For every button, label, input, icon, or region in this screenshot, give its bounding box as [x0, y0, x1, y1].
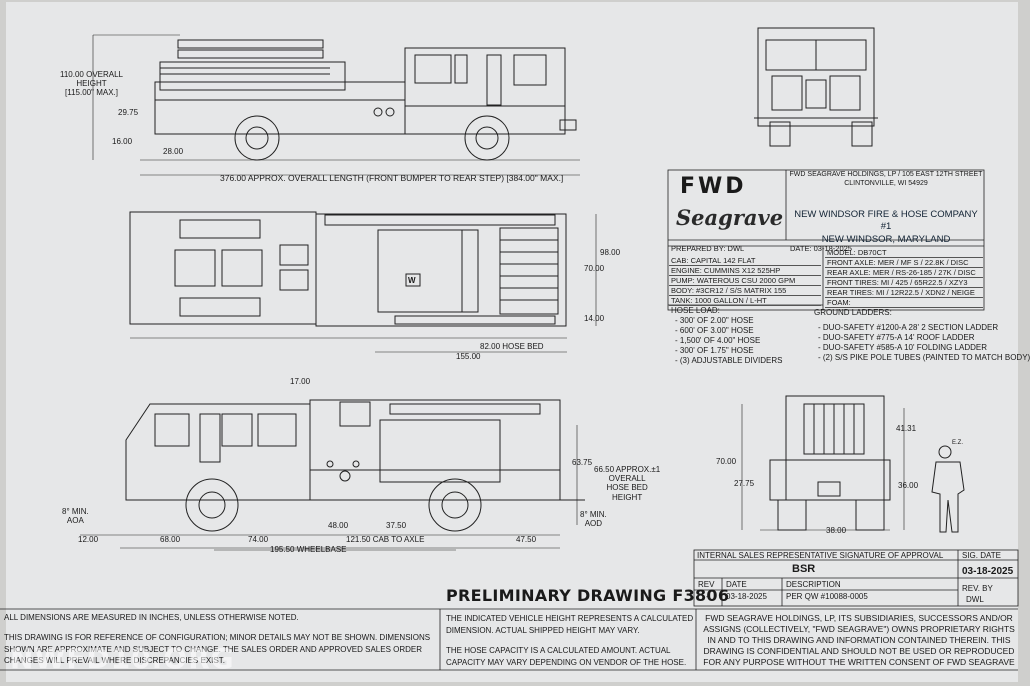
spec-engine: ENGINE: CUMMINS X12 525HP — [669, 266, 821, 276]
hose-load-4: - 300' OF 1.75" HOSE — [675, 346, 754, 355]
left-spec-list: CAB: CAPITAL 142 FLAT ENGINE: CUMMINS X1… — [669, 256, 821, 306]
dim-48: 48.00 — [328, 521, 349, 530]
spec-body: BODY: #3CR12 / S/S MATRIX 155 — [669, 286, 821, 296]
reference-note: THIS DRAWING IS FOR REFERENCE OF CONFIGU… — [4, 633, 431, 665]
customer-block: NEW WINDSOR FIRE & HOSE COMPANY #1 NEW W… — [788, 209, 984, 246]
ez-label: E.Z. — [952, 440, 964, 446]
rev-date: 03-18-2025 — [726, 592, 767, 601]
rear-view — [741, 395, 905, 531]
drawing-date: DATE: 03-18-2025 — [790, 244, 852, 253]
dim-38: 38.00 — [826, 526, 847, 535]
plan-view — [129, 211, 597, 353]
customer-name: NEW WINDSOR FIRE & HOSE COMPANY #1 — [794, 209, 978, 233]
signature-header: INTERNAL SALES REPRESENTATIVE SIGNATURE … — [697, 551, 944, 560]
notes-block-lines — [0, 608, 1018, 671]
ladders-title: GROUND LADDERS: — [814, 308, 892, 317]
dim-17: 17.00 — [290, 377, 311, 386]
drawing-sheet — [6, 2, 1018, 682]
site-watermark: NWFD10.ORG — [10, 642, 235, 675]
front-view — [754, 27, 878, 147]
dim-29-75: 29.75 — [118, 108, 139, 117]
height-note: THE INDICATED VEHICLE HEIGHT REPRESENTS … — [446, 614, 694, 635]
overall-length-dim: 376.00 APPROX. OVERALL LENGTH (FRONT BUM… — [220, 173, 564, 183]
side-view-bottom — [80, 399, 585, 551]
ladder-3: - DUO-SAFETY #585-A 10' FOLDING LADDER — [818, 343, 987, 352]
spec-foam: FOAM: — [825, 298, 983, 308]
rev-by-label: REV. BY — [962, 584, 993, 593]
description-label: DESCRIPTION — [786, 580, 841, 589]
hose-load-title: HOSE LOAD: — [671, 306, 720, 315]
aoa-dim: 8° MIN. AOA — [62, 507, 89, 526]
hose-load-2: - 600' OF 3.00" HOSE — [675, 326, 754, 335]
wheelbase-dim: 195.50 WHEELBASE — [270, 545, 347, 554]
dim-68: 68.00 — [160, 535, 181, 544]
hose-load-5: - (3) ADJUSTABLE DIVIDERS — [675, 356, 783, 365]
sig-date: 03-18-2025 — [962, 566, 1014, 577]
signature-block-lines — [693, 549, 1019, 607]
dim-70-plan: 70.00 — [584, 264, 605, 273]
dim-74: 74.00 — [248, 535, 269, 544]
dim-27-75: 27.75 — [734, 479, 755, 488]
preliminary-drawing-title: PRELIMINARY DRAWING F3806 — [446, 586, 730, 605]
aod-dim: 8° MIN. AOD — [580, 510, 607, 529]
dim-14: 14.00 — [584, 314, 605, 323]
dim-37-5: 37.50 — [386, 521, 407, 530]
spec-rear-tires: REAR TIRES: MI / 12R22.5 / XDN2 / NEIGE — [825, 288, 983, 298]
spec-front-axle: FRONT AXLE: MER / MF S / 22.8K / DISC — [825, 258, 983, 268]
hose-bed-dim: 82.00 HOSE BED — [480, 342, 544, 351]
sig-date-label: SIG. DATE — [962, 551, 1001, 560]
hose-load-3: - 1,500' OF 4.00" HOSE — [675, 336, 761, 345]
dim-41-31: 41.31 — [896, 424, 917, 433]
dim-47-5: 47.50 — [516, 535, 537, 544]
dim-16: 16.00 — [112, 137, 133, 146]
rev-description: PER QW #10088-0005 — [786, 592, 868, 601]
cab-to-axle-dim: 121.50 CAB TO AXLE — [346, 535, 425, 544]
dim-36: 36.00 — [898, 481, 919, 490]
spec-front-tires: FRONT TIRES: MI / 425 / 65R22.5 / XZY3 — [825, 278, 983, 288]
rev-value: - — [706, 592, 709, 601]
hose-load-1: - 300' OF 2.00" HOSE — [675, 316, 754, 325]
spec-model: MODEL: DB70CT — [825, 248, 983, 258]
date-label: DATE — [726, 580, 747, 589]
seagrave-logo: Seagrave — [676, 205, 784, 230]
dim-98: 98.00 — [600, 248, 621, 257]
overall-height-dim: 110.00 OVERALL HEIGHT [115.00" MAX.] — [60, 70, 124, 98]
hose-bed-height-dim: 66.50 APPROX.±1 OVERALL HOSE BED HEIGHT — [594, 465, 661, 502]
rev-label: REV — [698, 580, 715, 589]
w-label: W — [408, 276, 416, 285]
spec-cab: CAB: CAPITAL 142 FLAT — [669, 256, 821, 266]
dim-155: 155.00 — [456, 352, 481, 361]
dim-70-rear: 70.00 — [716, 457, 737, 466]
spec-rear-axle: REAR AXLE: MER / RS-26-185 / 27K / DISC — [825, 268, 983, 278]
dim-63-75: 63.75 — [572, 458, 593, 467]
fwd-logo: FWD — [680, 174, 747, 199]
right-spec-list: MODEL: DB70CT FRONT AXLE: MER / MF S / 2… — [825, 248, 983, 308]
spec-pump: PUMP: WATEROUS CSU 2000 GPM — [669, 276, 821, 286]
side-view-top — [92, 34, 580, 176]
ladder-2: - DUO-SAFETY #775-A 14' ROOF LADDER — [818, 333, 975, 342]
customer-location: NEW WINDSOR, MARYLAND — [821, 233, 951, 245]
proprietary-note: FWD SEAGRAVE HOLDINGS, LP, ITS SUBSIDIAR… — [703, 613, 1015, 667]
firefighter-figure — [931, 445, 965, 533]
ladder-1: - DUO-SAFETY #1200-A 28' 2 SECTION LADDE… — [818, 323, 999, 332]
sales-rep: BSR — [792, 563, 816, 575]
dim-12: 12.00 — [78, 535, 99, 544]
prepared-by: PREPARED BY: DWL — [671, 244, 745, 253]
dim-28: 28.00 — [163, 147, 184, 156]
spec-tank: TANK: 1000 GALLON / L-HT — [669, 296, 821, 306]
company-address: FWD SEAGRAVE HOLDINGS, LP / 105 EAST 12T… — [789, 171, 983, 187]
ladder-4: - (2) S/S PIKE POLE TUBES (PAINTED TO MA… — [818, 353, 1030, 362]
rev-by: DWL — [966, 595, 984, 604]
hose-capacity-note: THE HOSE CAPACITY IS A CALCULATED AMOUNT… — [446, 646, 687, 667]
all-dims-note: ALL DIMENSIONS ARE MEASURED IN INCHES, U… — [4, 613, 299, 622]
